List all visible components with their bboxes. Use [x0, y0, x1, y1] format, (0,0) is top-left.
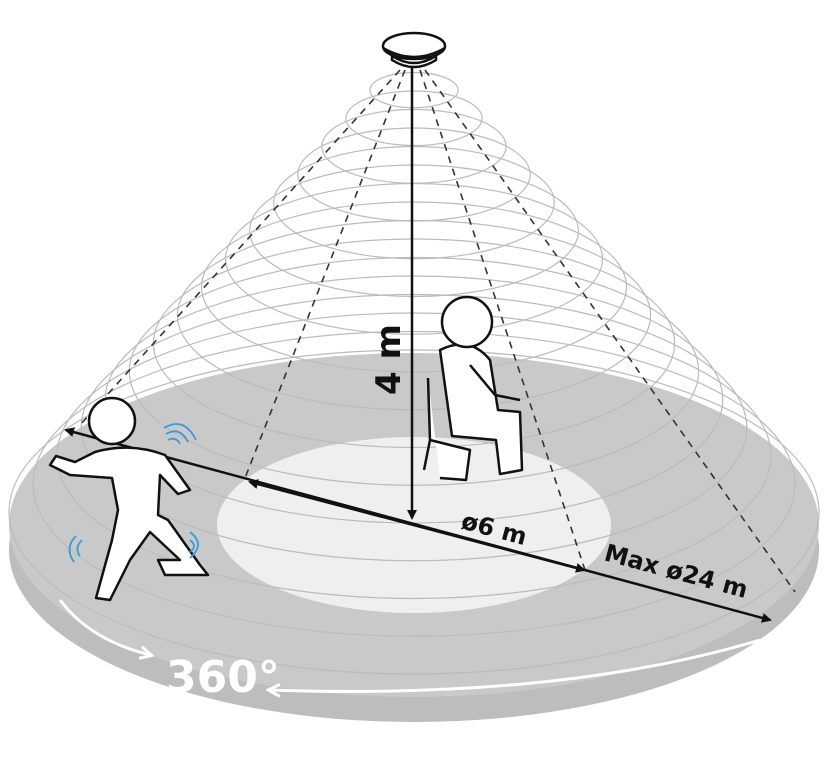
cone-ring: [369, 71, 459, 109]
dashed-line: [79, 69, 401, 426]
cone-ring: [345, 90, 483, 147]
rotation-arrow-icon: [270, 638, 761, 691]
dashed-line: [419, 69, 586, 571]
inner-diameter-arrow: [248, 479, 586, 573]
cone-ring: [8, 349, 820, 675]
rotation-arrow-icon: [58, 599, 150, 655]
motion-wave-icon: [68, 423, 199, 563]
ceiling-sensor-icon: [381, 31, 447, 69]
running-person-icon: [48, 396, 210, 602]
cone-ring: [249, 164, 579, 298]
cone-ring: [273, 145, 555, 260]
cone-ring: [176, 219, 652, 411]
cone-ring: [32, 330, 796, 637]
height-label: 4 m: [369, 324, 409, 395]
sitting-person-icon: [422, 295, 524, 482]
cone-ring: [200, 201, 628, 373]
rotation-label: 360°: [166, 652, 280, 703]
cone-ring: [297, 127, 531, 222]
cone-ring: [224, 182, 604, 335]
dashed-line: [244, 69, 406, 479]
